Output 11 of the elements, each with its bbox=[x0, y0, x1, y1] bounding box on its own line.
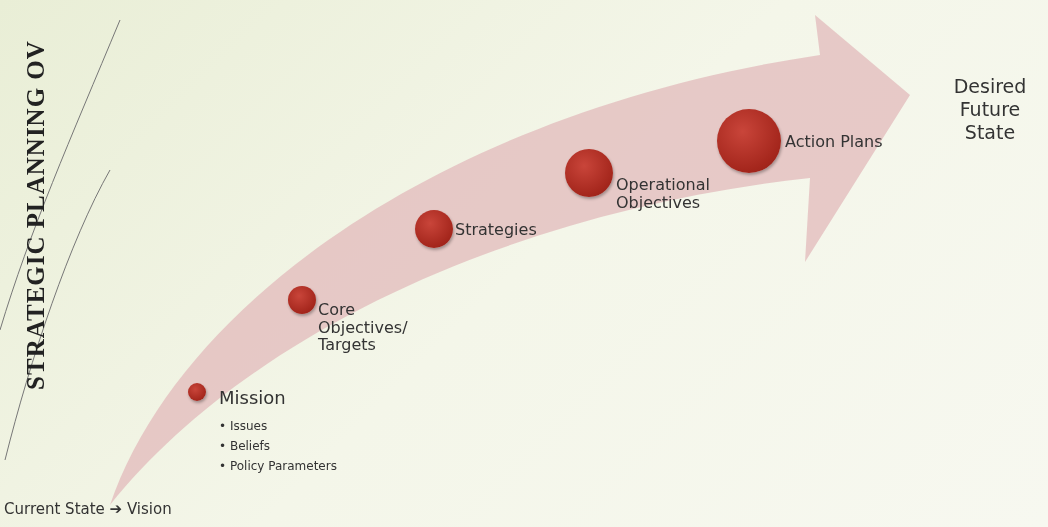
slide-title: STRATEGIC PLANNING OV bbox=[22, 40, 50, 390]
stage-label: Operational Objectives bbox=[616, 176, 711, 212]
bullet-item: • Issues bbox=[219, 417, 269, 435]
bullet-item: • Policy Parameters bbox=[219, 457, 337, 475]
start-state-label: Current State ➔ Vision bbox=[4, 500, 172, 518]
stage-label: Mission bbox=[219, 388, 287, 408]
end-state-label: Desired Future State bbox=[952, 75, 1028, 144]
bullet-item: • Beliefs bbox=[219, 437, 272, 455]
stage-label: Action Plans bbox=[785, 133, 884, 151]
stage-label: Strategies bbox=[455, 221, 538, 239]
stage-label: Core Objectives/ Targets bbox=[318, 301, 409, 354]
